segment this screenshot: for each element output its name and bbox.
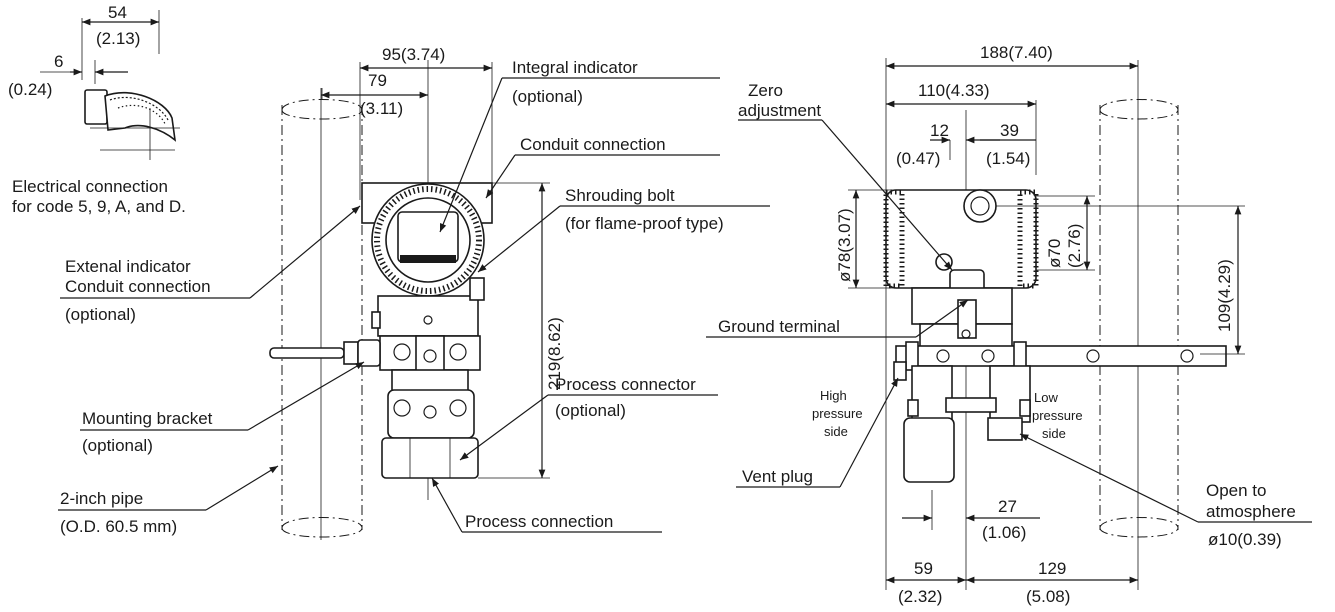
pipe-note: (O.D. 60.5 mm)	[60, 517, 177, 536]
front-dim-center: 79	[368, 71, 387, 90]
side-dim-27: 27	[998, 497, 1017, 516]
inset-caption-2: for code 5, 9, A, and D.	[12, 197, 186, 216]
side-dim-39: 39	[1000, 121, 1019, 140]
open-atmosphere-line2: atmosphere	[1206, 502, 1296, 521]
inset-electrical-connection: 54 (2.13) 6 (0.24) Electrical connection…	[8, 3, 186, 216]
integral-indicator-note: (optional)	[512, 87, 583, 106]
side-dim-70-in: (2.76)	[1065, 224, 1084, 268]
side-view: 188(7.40) 110(4.33) 12 (0.47) 39 (1.54)	[706, 43, 1312, 606]
front-dim-height: 219(8.62)	[545, 317, 564, 390]
process-connector-note: (optional)	[555, 401, 626, 420]
transmitter-front	[269, 182, 493, 479]
side-dim-129: 129	[1038, 559, 1066, 578]
mounting-bracket-label: Mounting bracket	[82, 409, 213, 428]
open-atmosphere-line1: Open to	[1206, 481, 1267, 500]
side-dim-overall: 188(7.40)	[980, 43, 1053, 62]
ground-terminal-label: Ground terminal	[718, 317, 840, 336]
low-pressure-1: Low	[1034, 390, 1058, 405]
front-dim-overall: 95(3.74)	[382, 45, 445, 64]
side-dim-78: ø78(3.07)	[835, 208, 854, 282]
process-connector-label: Process connector	[555, 375, 696, 394]
integral-indicator-label: Integral indicator	[512, 58, 638, 77]
conduit-connection-label: Conduit connection	[520, 135, 666, 154]
low-pressure-2: pressure	[1032, 408, 1083, 423]
external-indicator-line1: Extenal indicator	[65, 257, 191, 276]
inset-dim-offset-in: (0.24)	[8, 80, 52, 99]
transmitter-side	[883, 189, 1227, 483]
side-dim-109: 109(4.29)	[1215, 259, 1234, 332]
inset-dim-width-in: (2.13)	[96, 29, 140, 48]
pipe-side	[1099, 99, 1179, 538]
mounting-bracket-note: (optional)	[82, 436, 153, 455]
pipe-front	[281, 99, 363, 538]
open-atmosphere-dim: ø10(0.39)	[1208, 530, 1282, 549]
high-pressure-2: pressure	[812, 406, 863, 421]
front-view: 95(3.74) 79 (3.11)	[58, 45, 770, 540]
zero-adjustment-line2: adjustment	[738, 101, 821, 120]
side-dim-59-in: (2.32)	[898, 587, 942, 606]
external-indicator-line2: Conduit connection	[65, 277, 211, 296]
inset-caption-1: Electrical connection	[12, 177, 168, 196]
high-pressure-1: High	[820, 388, 847, 403]
side-dim-39-in: (1.54)	[986, 149, 1030, 168]
high-pressure-3: side	[824, 424, 848, 439]
low-pressure-3: side	[1042, 426, 1066, 441]
zero-adjustment-line1: Zero	[748, 81, 783, 100]
pipe-label: 2-inch pipe	[60, 489, 143, 508]
process-connection-label: Process connection	[465, 512, 613, 531]
vent-plug-label: Vent plug	[742, 467, 813, 486]
front-dim-center-in: (3.11)	[360, 99, 403, 118]
shrouding-bolt-label: Shrouding bolt	[565, 186, 675, 205]
side-dim-70: ø70	[1045, 239, 1064, 268]
side-dim-129-in: (5.08)	[1026, 587, 1070, 606]
shrouding-bolt-note: (for flame-proof type)	[565, 214, 724, 233]
side-dim-110: 110(4.33)	[918, 81, 990, 100]
side-dim-59: 59	[914, 559, 933, 578]
side-dim-12: 12	[930, 121, 949, 140]
inset-dim-width: 54	[108, 3, 127, 22]
external-indicator-note: (optional)	[65, 305, 136, 324]
side-dim-27-in: (1.06)	[982, 523, 1026, 542]
side-dim-12-in: (0.47)	[896, 149, 940, 168]
inset-dim-offset: 6	[54, 52, 63, 71]
